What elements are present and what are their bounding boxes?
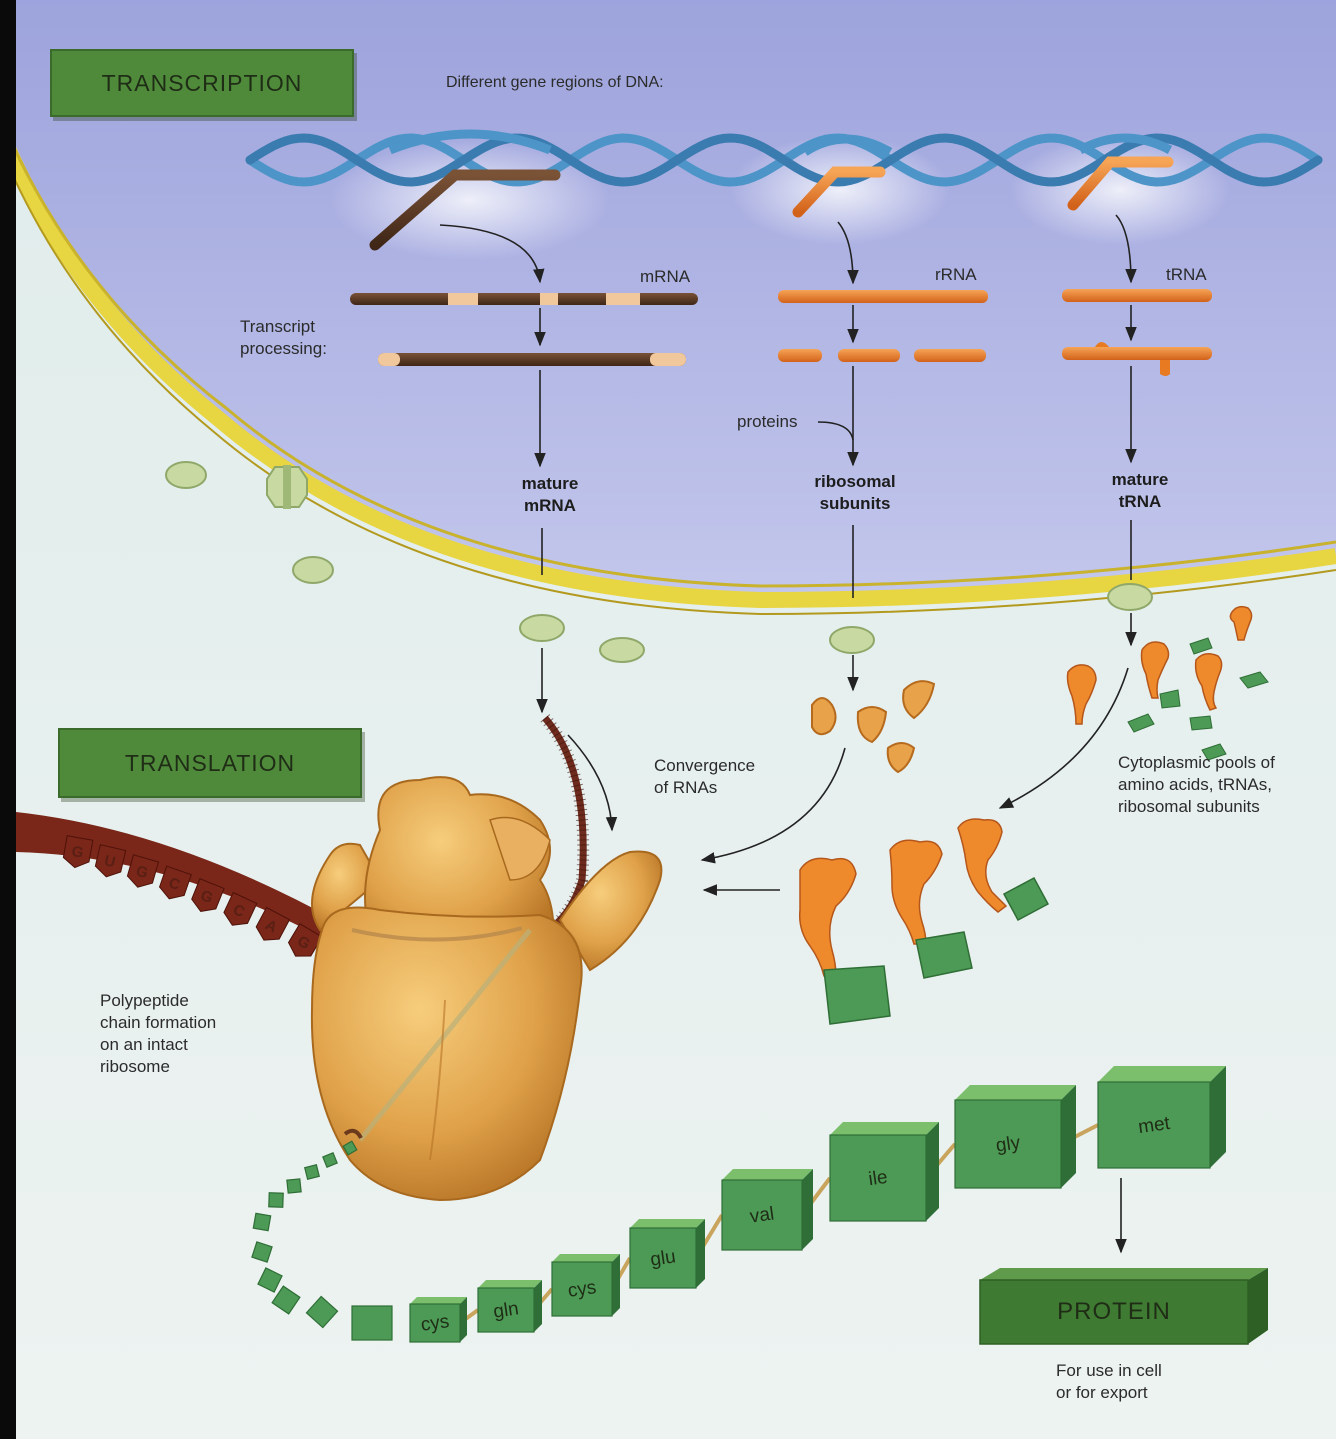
nuclear-pore-icon	[600, 638, 644, 662]
ribosomal-subunits-label: ribosomal subunits	[790, 471, 920, 515]
amino-acid-label: val	[749, 1203, 776, 1227]
primary-trna-transcript	[1062, 289, 1212, 302]
rrna-label: rRNA	[935, 264, 977, 286]
mrna-label: mRNA	[640, 266, 690, 288]
amino-acid-block: gly	[955, 1085, 1076, 1188]
amino-acid-block: cys	[552, 1254, 620, 1316]
amino-acid-block: met	[1098, 1066, 1226, 1168]
transcript-processing-label: Transcript processing:	[240, 316, 327, 360]
polypeptide-bead	[269, 1193, 283, 1207]
amino-acid-block: glu	[630, 1219, 705, 1288]
cytoplasmic-pools-label: Cytoplasmic pools of amino acids, tRNAs,…	[1118, 752, 1275, 818]
amino-acid-label: gln	[492, 1298, 520, 1322]
convergence-label: Convergence of RNAs	[654, 755, 755, 799]
nuclear-pore-icon	[267, 465, 307, 509]
for-use-label: For use in cell or for export	[1056, 1360, 1162, 1404]
nuclear-pore-icon	[1108, 584, 1152, 610]
primary-rrna-transcript	[778, 290, 988, 303]
mature-trna-label: mature tRNA	[1080, 469, 1200, 513]
amino-acid-label: glu	[649, 1246, 677, 1270]
mature-mrna-label: mature mRNA	[490, 473, 610, 517]
amino-acid-label: cys	[419, 1311, 450, 1336]
primary-mrna-transcript	[350, 293, 698, 305]
amino-acid-label: cys	[566, 1277, 597, 1302]
translation-title: TRANSLATION	[58, 728, 362, 798]
amino-acid-block: val	[722, 1169, 813, 1250]
polypeptide-bead	[253, 1213, 270, 1230]
processed-rrna-pieces	[778, 349, 986, 362]
amino-acid-label: met	[1137, 1113, 1172, 1138]
amino-acid-block: cys	[410, 1297, 467, 1342]
polypeptide-bead	[352, 1306, 392, 1340]
nuclear-pore-icon	[293, 557, 333, 583]
amino-acid-label: ile	[867, 1167, 889, 1190]
proteins-label: proteins	[737, 411, 797, 433]
nuclear-pore-icon	[830, 627, 874, 653]
amino-acid-block: gln	[478, 1280, 542, 1332]
amino-acid-label: gly	[995, 1132, 1022, 1156]
amino-acid-block: ile	[830, 1122, 939, 1221]
trna-label: tRNA	[1166, 264, 1207, 286]
gene-regions-label: Different gene regions of DNA:	[446, 72, 664, 94]
protein-title: PROTEIN	[980, 1280, 1248, 1344]
nuclear-pore-icon	[520, 615, 564, 641]
processed-mrna	[378, 353, 686, 366]
nuclear-pore-icon	[166, 462, 206, 488]
left-edge-bar	[0, 0, 16, 1439]
polypeptide-bead	[287, 1179, 301, 1193]
polypeptide-label: Polypeptide chain formation on an intact…	[100, 990, 216, 1078]
polypeptide-bead	[305, 1165, 320, 1180]
transcription-title: TRANSCRIPTION	[50, 49, 354, 117]
